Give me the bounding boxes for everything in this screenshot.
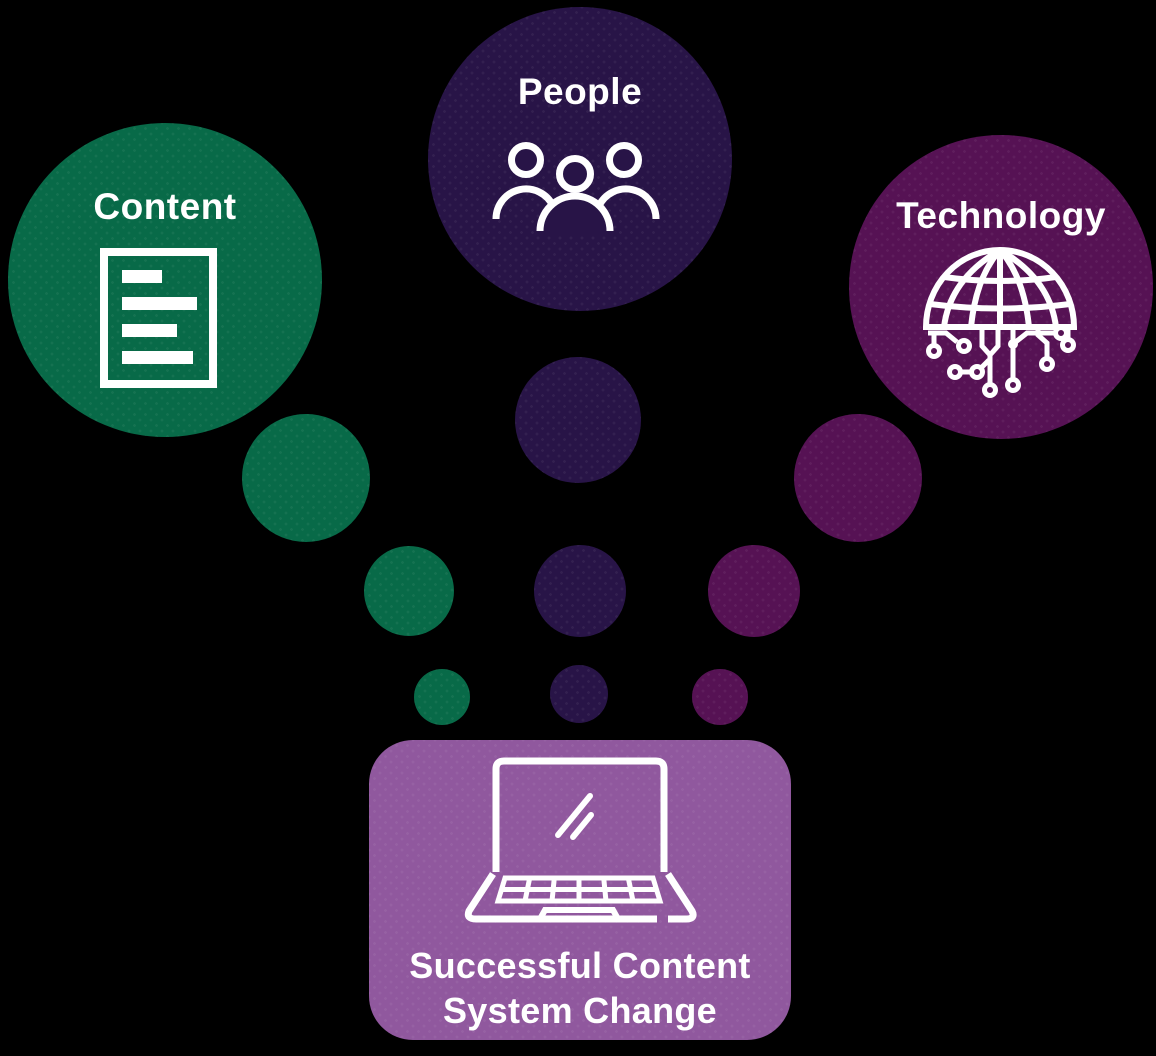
- content-label: Content: [93, 186, 237, 227]
- content-trail-dot-small: [414, 669, 470, 725]
- outcome-card: Successful Content System Change: [369, 740, 791, 1040]
- people-trail-dot-small: [550, 665, 608, 723]
- people-group-icon: [492, 141, 660, 236]
- people-circle: People: [428, 7, 732, 311]
- content-trail-dot-medium: [364, 546, 454, 636]
- outcome-label: Successful Content System Change: [369, 943, 791, 1033]
- technology-circle: Technology: [849, 135, 1153, 439]
- content-trail-dot-large: [242, 414, 370, 542]
- globe-circuit-icon: [920, 247, 1080, 399]
- people-trail-dot-large: [515, 357, 641, 483]
- content-circle: Content: [8, 123, 322, 437]
- document-icon: [100, 248, 217, 388]
- technology-trail-dot-small: [692, 669, 748, 725]
- people-trail-dot-medium: [534, 545, 626, 637]
- technology-trail-dot-medium: [708, 545, 800, 637]
- people-label: People: [517, 71, 643, 112]
- technology-trail-dot-large: [794, 414, 922, 542]
- outcome-label-line1: Successful Content: [409, 945, 751, 986]
- laptop-icon: [460, 756, 700, 926]
- outcome-label-line2: System Change: [443, 990, 717, 1031]
- technology-label: Technology: [896, 195, 1106, 236]
